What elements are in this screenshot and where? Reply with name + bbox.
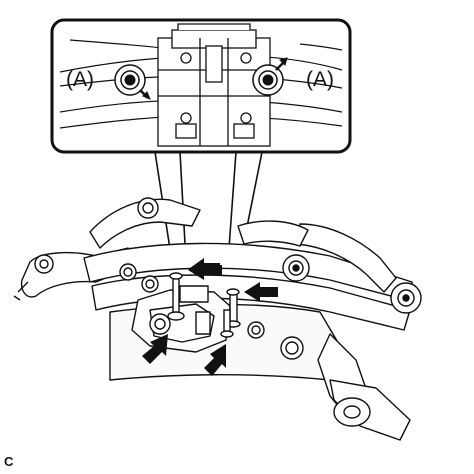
pointer-arrow-icon (204, 344, 226, 376)
bolt-icon (220, 309, 234, 338)
bushing-icon (390, 282, 422, 314)
pointer-arrow-icon (188, 260, 222, 280)
bushing-icon (333, 397, 371, 427)
bushing-icon (114, 64, 151, 100)
callout-label-left: (A) (66, 68, 94, 91)
bushing-icon (34, 254, 54, 274)
bushing-icon (282, 254, 310, 282)
bushing-icon (119, 263, 137, 281)
detail-inset: (A) (A) (50, 18, 352, 154)
differential-assembly (131, 285, 231, 353)
subframe-bushings (34, 254, 422, 427)
bushing-icon (141, 275, 159, 293)
bushing-icon (280, 336, 304, 360)
bushing-icon (252, 57, 288, 96)
pointer-arrow-icon (142, 334, 168, 364)
pointer-arrow-icon (244, 282, 278, 302)
callout-label-right: (A) (306, 68, 334, 91)
figure-code: C (4, 454, 14, 469)
bolt-icon (167, 272, 185, 321)
bushing-icon (247, 321, 265, 339)
